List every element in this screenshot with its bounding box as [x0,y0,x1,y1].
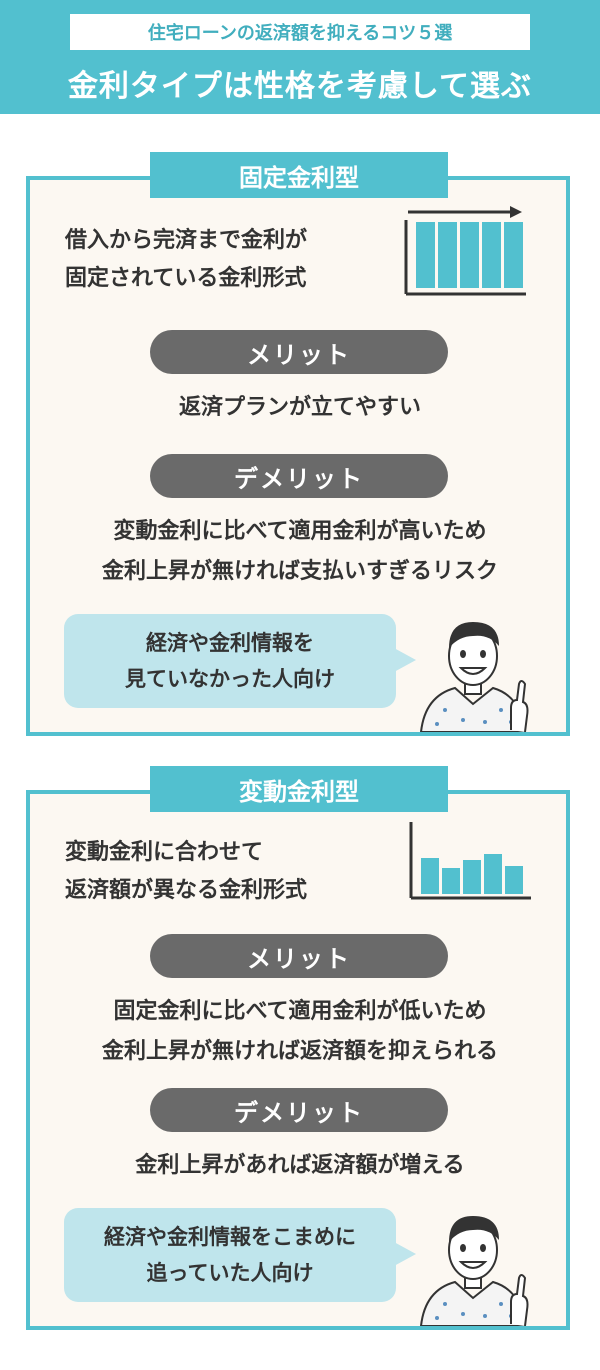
pointing-man-illustration [419,622,529,732]
demerit-line: 変動金利に比べて適用金利が高いため [113,519,487,544]
bubble-line: 追っていた人向け [146,1261,314,1285]
bubble-line: 経済や金利情報を [146,631,314,655]
fixed-demerit-text: 変動金利に比べて適用金利が高いため 金利上昇が無ければ支払いすぎるリスク [40,512,560,592]
fixed-rate-description: 借入から完済まで金利が 固定されている金利形式 [65,222,307,298]
page-title: 金利タイプは性格を考慮して選ぶ [67,69,533,104]
variable-speech-bubble: 経済や金利情報をこまめに 追っていた人向け [64,1208,416,1302]
desc-line: 変動金利に合わせて [65,840,264,865]
bubble-line: 見ていなかった人向け [125,667,335,691]
desc-line: 返済額が異なる金利形式 [65,878,308,903]
variable-demerit-pill: デメリット [150,1088,448,1132]
desc-line: 借入から完済まで金利が [65,228,308,253]
pointing-man-illustration [419,1216,529,1326]
desc-line: 固定されている金利形式 [65,266,307,291]
flat-bar-chart-icon [404,206,526,296]
merit-line: 返済プランが立てやすい [178,395,421,420]
header-banner: 住宅ローンの返済額を抑えるコツ５選 金利タイプは性格を考慮して選ぶ [0,0,600,114]
fixed-merit-pill: メリット [150,330,448,374]
demerit-line: 金利上昇が無ければ支払いすぎるリスク [101,559,498,584]
varying-bar-chart-icon [409,822,531,900]
merit-line: 金利上昇が無ければ返済額を抑えられる [101,1039,498,1064]
variable-rate-description: 変動金利に合わせて 返済額が異なる金利形式 [65,834,307,910]
header-subtitle: 住宅ローンの返済額を抑えるコツ５選 [70,14,530,50]
fixed-merit-text: 返済プランが立てやすい [40,388,560,428]
variable-merit-pill: メリット [150,934,448,978]
fixed-demerit-pill: デメリット [150,454,448,498]
fixed-speech-bubble: 経済や金利情報を 見ていなかった人向け [64,614,416,708]
variable-rate-label: 変動金利型 [150,766,448,812]
fixed-rate-label: 固定金利型 [150,152,448,198]
variable-merit-text: 固定金利に比べて適用金利が低いため 金利上昇が無ければ返済額を抑えられる [40,992,560,1072]
variable-demerit-text: 金利上昇があれば返済額が増える [40,1146,560,1186]
merit-line: 固定金利に比べて適用金利が低いため [113,999,487,1024]
bubble-line: 経済や金利情報をこまめに [104,1225,356,1249]
demerit-line: 金利上昇があれば返済額が増える [135,1153,465,1178]
